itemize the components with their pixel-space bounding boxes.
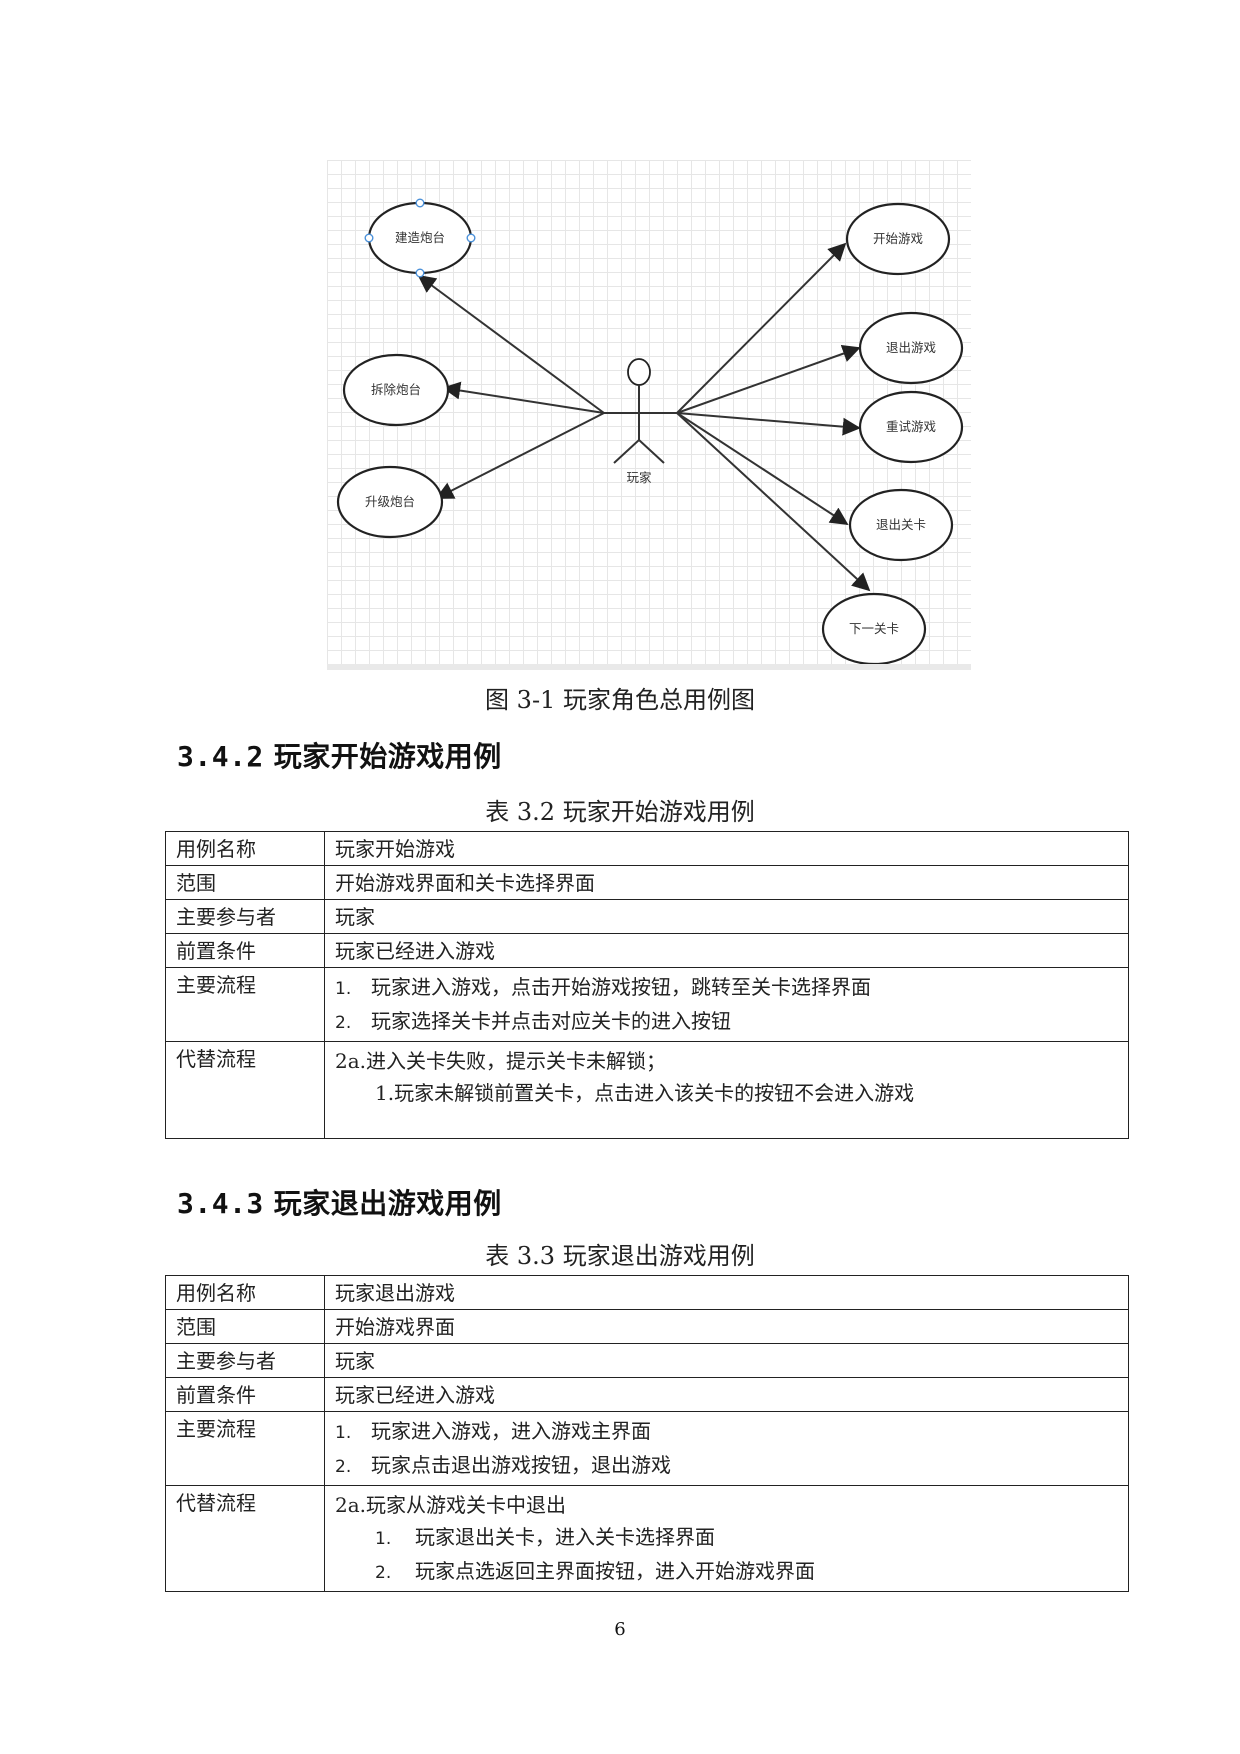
table-row: 代替流程 2a.进入关卡失败，提示关卡未解锁； 1.玩家未解锁前置关卡，点击进入… — [165, 1041, 1129, 1139]
assoc-line — [442, 381, 605, 414]
table-row: 范围开始游戏界面和关卡选择界面 — [165, 865, 1129, 900]
use-case-table: 用例名称玩家开始游戏 范围开始游戏界面和关卡选择界面 主要参与者玩家 前置条件玩… — [165, 831, 1129, 1139]
svg-text:拆除炮台: 拆除炮台 — [371, 382, 421, 397]
svg-text:退出游戏: 退出游戏 — [886, 340, 936, 355]
usecase-retry-game: 重试游戏 — [858, 390, 964, 464]
table-row: 主要参与者玩家 — [165, 899, 1129, 934]
alt-flow-step: 1.玩家退出关卡，进入关卡选择界面 — [375, 1525, 715, 1549]
flow-step: 2.玩家点击退出游戏按钮，退出游戏 — [335, 1453, 671, 1477]
section-title: 玩家开始游戏用例 — [273, 740, 502, 773]
assoc-line — [417, 274, 605, 414]
assoc-line — [676, 412, 871, 592]
table-row: 前置条件玩家已经进入游戏 — [165, 933, 1129, 968]
section-number: 3.4.2 — [177, 740, 264, 773]
svg-text:下一关卡: 下一关卡 — [849, 621, 899, 636]
alt-flow-cell: 2a.玩家从游戏关卡中退出 1.玩家退出关卡，进入关卡选择界面 2.玩家点选返回… — [324, 1485, 1129, 1592]
table-caption: 表 3.3 玩家退出游戏用例 — [485, 1242, 755, 1270]
svg-text:重试游戏: 重试游戏 — [886, 419, 936, 434]
flow-step: 1.玩家进入游戏，点击开始游戏按钮，跳转至关卡选择界面 — [335, 975, 871, 999]
usecase-upgrade-turret: 升级炮台 — [336, 465, 444, 539]
section-number: 3.4.3 — [177, 1187, 264, 1220]
page-number: 6 — [614, 1619, 626, 1640]
svg-text:开始游戏: 开始游戏 — [873, 231, 923, 246]
alt-flow-step: 1.玩家未解锁前置关卡，点击进入该关卡的按钮不会进入游戏 — [375, 1081, 915, 1105]
section-title: 玩家退出游戏用例 — [273, 1187, 502, 1220]
alt-flow-head: 2a.玩家从游戏关卡中退出 — [335, 1493, 567, 1517]
actor-figure — [613, 358, 665, 464]
alt-flow-head: 2a.进入关卡失败，提示关卡未解锁； — [335, 1049, 667, 1073]
actor-label: 玩家 — [626, 470, 652, 485]
section-heading: 3.4.2 玩家开始游戏用例 — [177, 735, 502, 775]
assoc-line — [676, 242, 847, 414]
main-flow-cell: 1.玩家进入游戏，进入游戏主界面 2.玩家点击退出游戏按钮，退出游戏 — [324, 1411, 1129, 1486]
usecase-exit-level: 退出关卡 — [848, 488, 954, 562]
section-heading: 3.4.3 玩家退出游戏用例 — [177, 1182, 502, 1222]
table-row: 范围开始游戏界面 — [165, 1309, 1129, 1344]
use-case-diagram: 玩家 建造炮台 拆除炮台 升级炮台 开始游戏 退出游戏 — [327, 160, 971, 670]
table-row: 用例名称玩家开始游戏 — [165, 831, 1129, 866]
usecase-build-turret: 建造炮台 — [364, 198, 476, 278]
svg-text:升级炮台: 升级炮台 — [365, 494, 415, 509]
assoc-line — [435, 412, 605, 499]
flow-step: 2.玩家选择关卡并点击对应关卡的进入按钮 — [335, 1009, 731, 1033]
assoc-line — [676, 344, 861, 414]
figure-caption: 图 3-1 玩家角色总用例图 — [485, 686, 755, 714]
assoc-line — [676, 412, 861, 436]
table-row: 主要流程 1.玩家进入游戏，点击开始游戏按钮，跳转至关卡选择界面 2.玩家选择关… — [165, 967, 1129, 1042]
usecase-remove-turret: 拆除炮台 — [342, 353, 450, 427]
main-flow-cell: 1.玩家进入游戏，点击开始游戏按钮，跳转至关卡选择界面 2.玩家选择关卡并点击对… — [324, 967, 1129, 1042]
table-row: 代替流程 2a.玩家从游戏关卡中退出 1.玩家退出关卡，进入关卡选择界面 2.玩… — [165, 1485, 1129, 1592]
svg-text:建造炮台: 建造炮台 — [395, 230, 445, 245]
usecase-start-game: 开始游戏 — [845, 202, 951, 276]
table-row: 主要参与者玩家 — [165, 1343, 1129, 1378]
use-case-table: 用例名称玩家退出游戏 范围开始游戏界面 主要参与者玩家 前置条件玩家已经进入游戏… — [165, 1275, 1129, 1592]
alt-flow-step: 2.玩家点选返回主界面按钮，进入开始游戏界面 — [375, 1559, 815, 1583]
usecase-next-level: 下一关卡 — [821, 592, 927, 664]
svg-text:退出关卡: 退出关卡 — [876, 517, 926, 532]
table-row: 用例名称玩家退出游戏 — [165, 1275, 1129, 1310]
assoc-line — [676, 412, 849, 525]
table-row: 前置条件玩家已经进入游戏 — [165, 1377, 1129, 1412]
alt-flow-cell: 2a.进入关卡失败，提示关卡未解锁； 1.玩家未解锁前置关卡，点击进入该关卡的按… — [324, 1041, 1129, 1139]
table-caption: 表 3.2 玩家开始游戏用例 — [485, 798, 755, 826]
flow-step: 1.玩家进入游戏，进入游戏主界面 — [335, 1419, 651, 1443]
table-row: 主要流程 1.玩家进入游戏，进入游戏主界面 2.玩家点击退出游戏按钮，退出游戏 — [165, 1411, 1129, 1486]
usecase-exit-game: 退出游戏 — [858, 311, 964, 385]
